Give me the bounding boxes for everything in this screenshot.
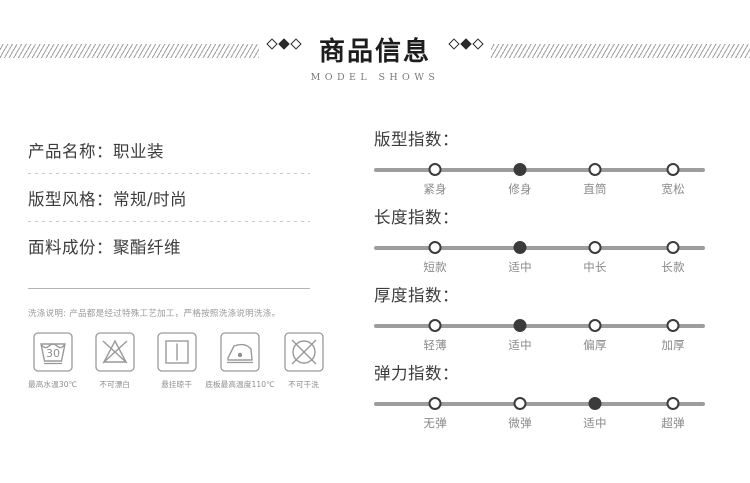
- index-slider[interactable]: [374, 397, 714, 411]
- slider-knob-2[interactable]: [588, 163, 602, 176]
- slider-knob-2[interactable]: [588, 319, 602, 332]
- index-title: 长度指数：: [374, 208, 459, 227]
- tick-label: 长款: [661, 260, 685, 274]
- care-symbol-label: 不可干洗: [288, 380, 319, 389]
- tick-label: 微弹: [508, 416, 532, 430]
- slider-knob-0[interactable]: [428, 319, 442, 332]
- tick-label: 宽松: [661, 182, 685, 196]
- tick-label: 无弹: [423, 416, 447, 430]
- care-symbol-item: 不可干洗: [279, 330, 328, 390]
- care-symbol-label: 最高水温30℃: [28, 380, 78, 389]
- diamond-filled-icon: [278, 38, 290, 50]
- index-sliders-panel: 版型指数： 紧身 修身 直筒 宽松 长度指数：: [374, 126, 714, 438]
- iron-one-dot-icon: [220, 332, 260, 372]
- spec-value: 常规/时尚: [113, 189, 188, 209]
- care-symbol-item: 不可漂白: [90, 330, 139, 390]
- care-symbol-item: 悬挂晾干: [152, 330, 201, 390]
- index-group-thickness: 厚度指数： 轻薄 适中 偏厚 加厚: [374, 282, 714, 360]
- tick-label: 中长: [583, 260, 607, 274]
- slider-track: [374, 402, 705, 406]
- slider-knob-1[interactable]: [513, 397, 527, 410]
- wash-tub-30-icon: 30: [32, 332, 73, 372]
- index-group-length: 长度指数： 短款 适中 中长 长款: [374, 204, 714, 282]
- diamond-outline-icon: [448, 38, 460, 50]
- wash-instruction-note: 洗涤说明: 产品都是经过特殊工艺加工，严格按照洗涤说明洗涤。: [28, 309, 281, 319]
- tick-label: 紧身: [423, 182, 447, 196]
- page-header: 商品信息 MODEL SHOWS: [0, 30, 750, 90]
- spec-divider: [28, 173, 310, 174]
- care-symbol-label: 底板最高温度110℃: [205, 380, 275, 389]
- slider-knob-2[interactable]: [588, 241, 602, 254]
- spec-row: 版型风格： 常规/时尚: [28, 174, 328, 221]
- slider-track: [374, 168, 705, 172]
- index-slider[interactable]: [374, 241, 714, 255]
- index-title: 弹力指数：: [374, 364, 459, 383]
- diamond-filled-icon: [460, 38, 472, 50]
- spec-label: 产品名称：: [28, 141, 113, 161]
- page-title: 商品信息: [318, 37, 431, 67]
- slider-knob-1[interactable]: [513, 319, 527, 332]
- care-symbol-item: 30 最高水温30℃: [28, 330, 77, 390]
- slider-knob-3[interactable]: [666, 319, 680, 332]
- slider-knob-1[interactable]: [513, 241, 527, 254]
- slider-knob-2[interactable]: [588, 397, 602, 410]
- tick-label: 修身: [508, 182, 532, 196]
- section-divider: [28, 288, 310, 289]
- spec-label: 版型风格：: [28, 189, 113, 209]
- slider-knob-3[interactable]: [666, 241, 680, 254]
- content-columns: 产品名称： 职业装 版型风格： 常规/时尚 面料成份： 聚酯纤维 洗涤说明: 产…: [0, 126, 750, 466]
- slider-tick-labels: 无弹 微弹 适中 超弹: [374, 415, 714, 431]
- spec-row: 产品名称： 职业装: [28, 126, 328, 173]
- diamond-outline-icon: [472, 38, 484, 50]
- spec-divider: [28, 221, 310, 222]
- slider-knob-3[interactable]: [666, 163, 680, 176]
- care-symbol-label: 悬挂晾干: [161, 380, 193, 389]
- tick-label: 适中: [508, 338, 532, 352]
- tick-label: 偏厚: [583, 338, 607, 352]
- hatch-decoration-right: [491, 44, 750, 58]
- hang-dry-icon: [156, 332, 197, 372]
- diamond-ornament-left: [259, 38, 309, 50]
- diamond-outline-icon: [266, 38, 278, 50]
- tick-label: 短款: [423, 260, 447, 274]
- slider-tick-labels: 轻薄 适中 偏厚 加厚: [374, 337, 714, 353]
- product-spec-panel: 产品名称： 职业装 版型风格： 常规/时尚 面料成份： 聚酯纤维 洗涤说明: 产…: [28, 126, 328, 390]
- slider-track: [374, 246, 705, 250]
- tick-label: 轻薄: [423, 338, 447, 352]
- index-group-fit: 版型指数： 紧身 修身 直筒 宽松: [374, 126, 714, 204]
- page-subtitle: MODEL SHOWS: [310, 72, 440, 83]
- care-symbol-item: 底板最高温度110℃: [205, 330, 275, 390]
- tick-label: 适中: [583, 416, 607, 430]
- slider-knob-0[interactable]: [428, 241, 442, 254]
- care-symbol-label: 不可漂白: [99, 380, 131, 389]
- index-title: 版型指数：: [374, 130, 459, 149]
- spec-label: 面料成份：: [28, 237, 113, 257]
- slider-tick-labels: 短款 适中 中长 长款: [374, 259, 714, 275]
- spec-value: 聚酯纤维: [113, 237, 181, 257]
- diamond-ornament-right: [441, 38, 491, 50]
- svg-text:30: 30: [46, 347, 60, 360]
- diamond-outline-icon: [290, 38, 302, 50]
- slider-knob-3[interactable]: [666, 397, 680, 410]
- slider-tick-labels: 紧身 修身 直筒 宽松: [374, 181, 714, 197]
- index-group-elasticity: 弹力指数： 无弹 微弹 适中 超弹: [374, 360, 714, 438]
- index-slider[interactable]: [374, 319, 714, 333]
- index-title: 厚度指数：: [374, 286, 459, 305]
- index-slider[interactable]: [374, 163, 714, 177]
- spec-value: 职业装: [113, 141, 164, 161]
- tick-label: 超弹: [661, 416, 685, 430]
- no-dry-clean-icon: [283, 332, 324, 372]
- title-block: 商品信息 MODEL SHOWS: [309, 37, 442, 83]
- slider-knob-0[interactable]: [428, 397, 442, 410]
- hatch-decoration-left: [0, 44, 259, 58]
- slider-track: [374, 324, 705, 328]
- slider-knob-0[interactable]: [428, 163, 442, 176]
- tick-label: 加厚: [661, 338, 685, 352]
- spec-row: 面料成份： 聚酯纤维: [28, 222, 328, 269]
- tick-label: 适中: [508, 260, 532, 274]
- care-symbol-row: 30 最高水温30℃ 不可漂白: [28, 330, 328, 390]
- no-bleach-icon: [95, 332, 135, 372]
- slider-knob-1[interactable]: [513, 163, 527, 176]
- tick-label: 直筒: [583, 182, 607, 196]
